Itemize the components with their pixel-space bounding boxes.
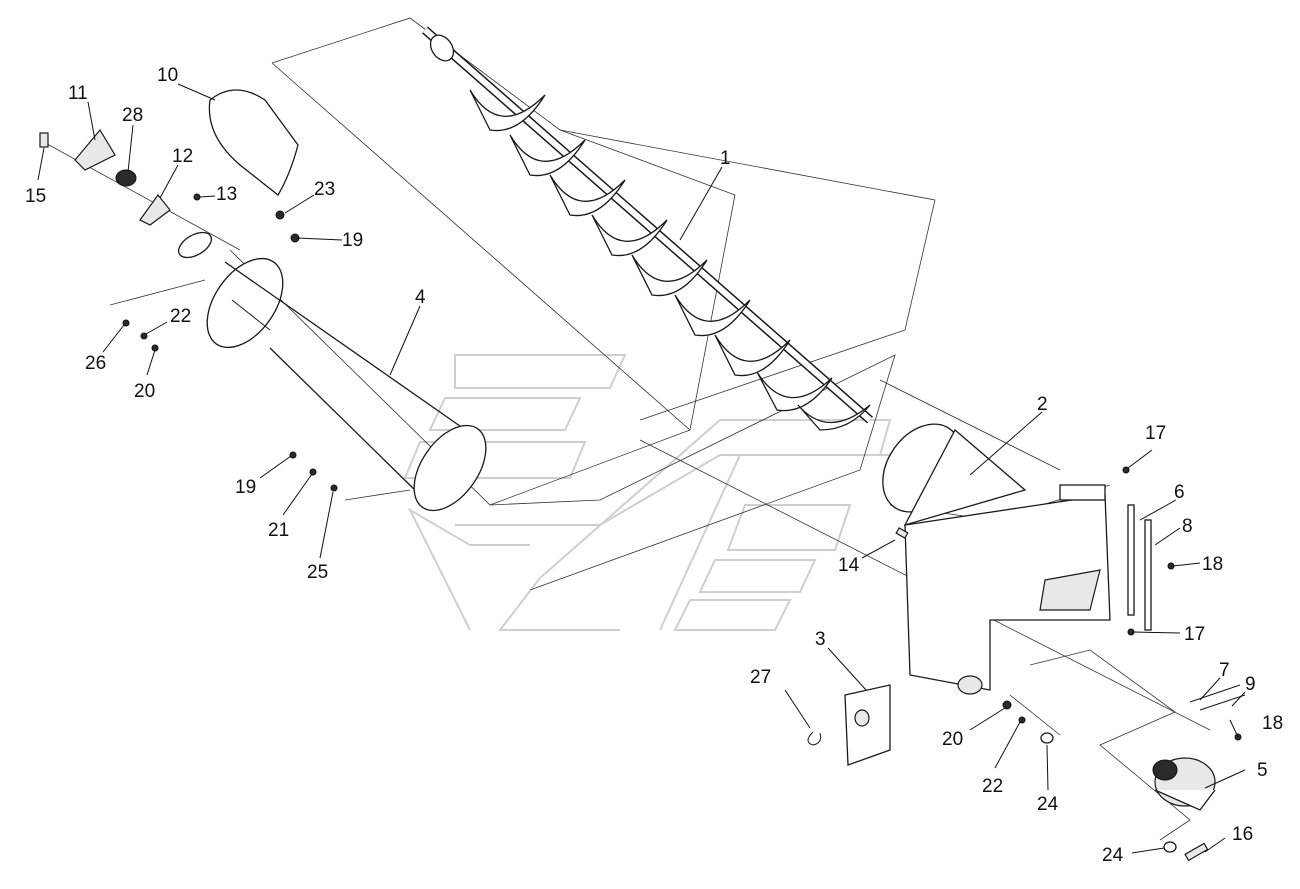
callout-10: 10 bbox=[157, 65, 178, 86]
callout-12: 12 bbox=[172, 146, 193, 167]
callout-9: 9 bbox=[1245, 674, 1256, 695]
callout-4: 4 bbox=[415, 287, 426, 308]
bearing-plate bbox=[844, 684, 891, 766]
callout-2: 2 bbox=[1037, 394, 1048, 415]
callout-18-lower: 18 bbox=[1262, 713, 1283, 734]
callout-1: 1 bbox=[720, 148, 731, 169]
callout-14: 14 bbox=[838, 555, 860, 576]
callout-8: 8 bbox=[1182, 516, 1193, 537]
callout-11: 11 bbox=[68, 83, 88, 104]
callout-17-upper: 17 bbox=[1145, 423, 1166, 444]
callout-28: 28 bbox=[122, 105, 143, 126]
callout-25: 25 bbox=[307, 562, 328, 583]
callout-23: 23 bbox=[314, 179, 335, 200]
callout-22-left: 22 bbox=[170, 306, 191, 327]
callout-27: 27 bbox=[750, 667, 771, 688]
watermark-logo bbox=[403, 354, 892, 631]
callout-19-upper: 19 bbox=[342, 230, 363, 251]
callouts: 1 2 3 4 5 6 7 8 9 10 11 12 13 14 15 16 1… bbox=[25, 65, 1283, 866]
top-cover bbox=[208, 89, 299, 196]
housing bbox=[882, 423, 1111, 695]
callout-7: 7 bbox=[1219, 660, 1230, 681]
callout-17-lower: 17 bbox=[1184, 624, 1205, 645]
callout-24-bottom: 24 bbox=[1102, 845, 1124, 866]
callout-21: 21 bbox=[268, 520, 289, 541]
auger-tube bbox=[206, 257, 487, 512]
callout-15: 15 bbox=[25, 186, 46, 207]
small-hardware bbox=[39, 128, 1246, 862]
gearbox bbox=[1152, 757, 1216, 811]
axis-lines bbox=[39, 139, 1211, 731]
callout-5: 5 bbox=[1257, 760, 1268, 781]
callout-6: 6 bbox=[1174, 482, 1185, 503]
callout-20-right: 20 bbox=[942, 729, 963, 750]
callout-16: 16 bbox=[1232, 824, 1253, 845]
callout-24-mid: 24 bbox=[1037, 794, 1059, 815]
callout-20-left: 20 bbox=[134, 381, 155, 402]
callout-18-upper: 18 bbox=[1202, 554, 1223, 575]
callout-3: 3 bbox=[815, 629, 826, 650]
callout-19-lower: 19 bbox=[235, 477, 256, 498]
auger-screw bbox=[422, 26, 873, 431]
leader-lines bbox=[37, 83, 1246, 854]
callout-26: 26 bbox=[85, 353, 106, 374]
callout-13: 13 bbox=[216, 184, 237, 205]
callout-22-right: 22 bbox=[982, 776, 1003, 797]
